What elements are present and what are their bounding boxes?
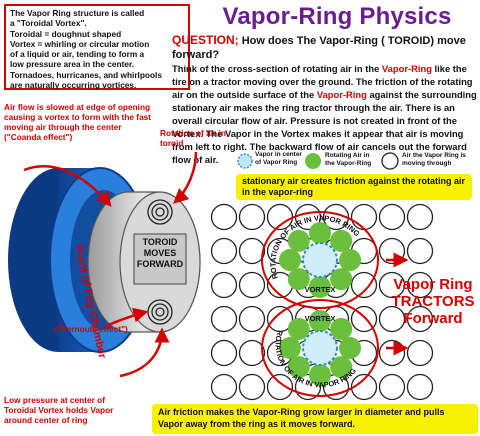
- orbit-top: [261, 211, 379, 309]
- tractors-label: Vapor Ring TRACTORS Forward: [388, 276, 478, 327]
- paragraph-text: Think of the cross-section of rotating a…: [172, 63, 382, 74]
- vapor-center-bottom: [302, 330, 338, 366]
- air-circle: [210, 305, 238, 333]
- air-circle: [378, 271, 406, 299]
- rotating-air-circle: [330, 229, 353, 252]
- air-circle: [378, 339, 406, 367]
- legend-rotating-label: Rotating Air in the Vapor-Ring: [325, 152, 372, 167]
- definition-line: The Vapor Ring structure is called: [10, 8, 145, 18]
- rotating-air-circle: [279, 337, 301, 359]
- definition-line: are naturally occurring vortices.: [10, 80, 137, 91]
- toroid-label-box: [133, 233, 187, 285]
- air-circle: [238, 339, 266, 367]
- rotating-air-circle: [287, 229, 310, 252]
- air-circle: [238, 373, 266, 401]
- fog-chamber-graphic: [8, 151, 201, 378]
- definition-line: Toroidal = doughnut shaped: [10, 28, 122, 39]
- definition-box: The Vapor Ring structure is called a "To…: [4, 4, 190, 90]
- air-circle: [378, 203, 406, 231]
- air-circle: [210, 271, 238, 299]
- air-circle: [406, 271, 434, 299]
- definition-line: of a liquid or air, tending to form a: [10, 49, 145, 60]
- airflow-label: Air flow is slowed at edge of opening ca…: [4, 102, 152, 132]
- rotating-air-circle: [330, 356, 353, 379]
- definition-line: Tornadoes, hurricanes, and whirlpools: [10, 69, 162, 80]
- air-circle: [350, 373, 378, 401]
- tractors-line: Vapor Ring: [393, 276, 473, 293]
- low-pressure-label: Low pressure at center of Toroidal Vorte…: [4, 395, 114, 425]
- bottom-note: Air friction makes the Vapor-Ring grow l…: [152, 404, 478, 434]
- page-title: Vapor-Ring Physics: [222, 3, 452, 30]
- vapor-ring-term: Vapor-Ring: [316, 89, 367, 100]
- vapor-ring-grid: ROTATION OF AIR IN VAPOR RING ROTATION O…: [210, 203, 434, 401]
- air-circle: [350, 271, 378, 299]
- air-circle: [378, 373, 406, 401]
- toroid-label: TOROID MOVES FORWARD: [136, 237, 184, 269]
- rotating-air-circle: [287, 317, 310, 340]
- air-circle: [238, 271, 266, 299]
- rotating-air-circle: [339, 249, 361, 271]
- rotation-arrow: [173, 151, 198, 204]
- air-circle: [210, 373, 238, 401]
- rotating-air-circle: [287, 268, 310, 291]
- tractors-line: Forward: [403, 310, 463, 327]
- definition-line: a "Toroidal Vortex".: [10, 18, 87, 29]
- air-circle: [210, 237, 238, 265]
- vapor-center-top: [302, 242, 338, 278]
- air-circle: [406, 305, 434, 333]
- air-circle: [210, 203, 238, 231]
- air-circle: [350, 203, 378, 231]
- rotating-air-circle: [330, 317, 353, 340]
- legend-air-label: Air the Vapor Ring is moving through: [402, 152, 466, 167]
- air-circle: [266, 305, 294, 333]
- rotating-air-circle: [330, 268, 353, 291]
- airflow-arrow: [23, 165, 112, 207]
- air-circle: [406, 373, 434, 401]
- legend-vapor-label: Vapor in center of Vapor Ring: [255, 151, 302, 166]
- rotating-air-circle: [279, 249, 301, 271]
- air-circle: [406, 237, 434, 265]
- tractors-line: TRACTORS: [391, 293, 475, 310]
- rotating-air-circles: [279, 222, 361, 386]
- air-circle: [238, 203, 266, 231]
- rotating-air-circle: [309, 276, 331, 298]
- air-circle: [266, 373, 294, 401]
- rotating-air-legend-icon: [305, 153, 321, 169]
- low-pressure-arrow: [119, 327, 170, 378]
- air-circle: [406, 203, 434, 231]
- swirl-icon: [147, 199, 173, 225]
- rotating-air-circle: [309, 364, 331, 386]
- bernoulli-arrow: [105, 307, 149, 328]
- orbit-bottom: [261, 299, 379, 397]
- rotating-air-circle: [309, 222, 331, 244]
- air-circle: [238, 305, 266, 333]
- rotating-air-circle: [309, 310, 331, 332]
- definition-line: low pressure area in the center.: [10, 59, 135, 70]
- air-circle: [406, 339, 434, 367]
- vapor-legend-icon: [237, 153, 253, 169]
- bernoulli-label: ("Bernoulli effect"): [54, 324, 128, 334]
- stationary-note: stationary air creates friction against …: [236, 174, 472, 200]
- definition-line: Vortex = whirling or circular motion: [10, 38, 150, 49]
- air-circle: [378, 305, 406, 333]
- paragraph-text: like the tire on a tractor moving over t…: [172, 63, 473, 100]
- rotating-air-circle: [339, 337, 361, 359]
- vapor-ring-term: Vapor-Ring: [381, 63, 432, 74]
- rotating-air-circle: [287, 356, 310, 379]
- air-legend-icon: [381, 152, 399, 170]
- air-circle: [238, 237, 266, 265]
- vortex-label-top: VORTEX: [305, 285, 336, 294]
- question-text: How does The Vapor-Ring ( TOROID) move f…: [172, 35, 466, 61]
- rotation-label: Rotation of air in toroid: [160, 128, 226, 148]
- coanda-label: ("Coanda effect"): [4, 132, 73, 142]
- question-label: QUESTION;: [172, 33, 239, 47]
- question-paragraph: QUESTION; How does The Vapor-Ring ( TORO…: [172, 34, 478, 166]
- air-circle: [210, 339, 238, 367]
- vortex-label-bottom: VORTEX: [305, 314, 336, 323]
